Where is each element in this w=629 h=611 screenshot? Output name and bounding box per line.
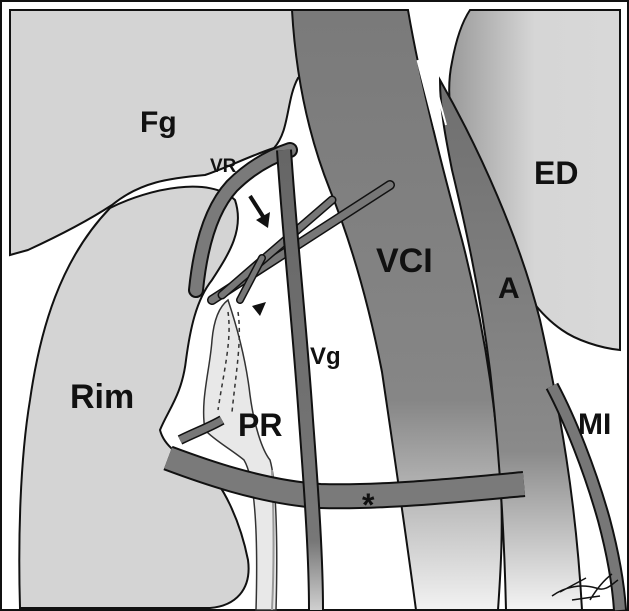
asterisk-marker: * [362, 487, 375, 523]
pelvis-label: PR [238, 407, 282, 443]
duodenum-label: ED [534, 155, 578, 191]
gonadal-vein-label: Vg [310, 343, 341, 370]
liver-label: Fg [140, 106, 177, 139]
vena-cava-label: VCI [376, 242, 433, 280]
aorta-label: A [498, 272, 520, 305]
mesenteric-label: MI [578, 408, 611, 441]
renal-vein-label: VR [210, 156, 237, 177]
kidney-label: Rim [70, 378, 134, 416]
